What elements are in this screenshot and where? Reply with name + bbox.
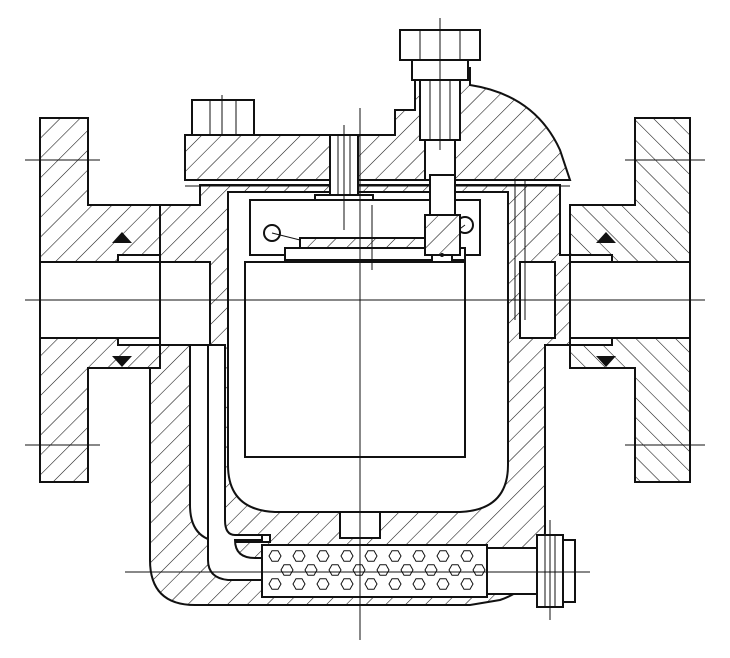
perforation-hole bbox=[340, 578, 354, 590]
perforation-hole bbox=[436, 578, 450, 590]
perforation-hole bbox=[280, 564, 294, 576]
perforation-hole bbox=[340, 550, 354, 562]
perforation-hole bbox=[304, 564, 318, 576]
right-weld-top bbox=[596, 232, 616, 243]
perforation-hole bbox=[364, 578, 378, 590]
perforation-hole bbox=[460, 550, 474, 562]
perforation-hole bbox=[412, 550, 426, 562]
perforation-hole bbox=[292, 550, 306, 562]
perforation-hole bbox=[364, 550, 378, 562]
cover-bolt bbox=[191, 99, 255, 136]
left-weld-top bbox=[112, 232, 132, 243]
left-weld-bottom bbox=[112, 356, 132, 367]
perforation-hole bbox=[472, 564, 486, 576]
perforation-hole bbox=[268, 550, 282, 562]
perforation-hole bbox=[316, 578, 330, 590]
bonnet-cover bbox=[184, 67, 572, 187]
strainer-perforations bbox=[268, 550, 486, 590]
inverted-bucket bbox=[244, 261, 466, 458]
perforation-hole bbox=[352, 564, 366, 576]
perforation-hole bbox=[448, 564, 462, 576]
perforation-hole bbox=[388, 550, 402, 562]
perforation-hole bbox=[412, 578, 426, 590]
perforation-hole bbox=[292, 578, 306, 590]
perforation-hole bbox=[460, 578, 474, 590]
perforation-hole bbox=[328, 564, 342, 576]
perforation-hole bbox=[268, 578, 282, 590]
perforation-hole bbox=[376, 564, 390, 576]
perforation-hole bbox=[388, 578, 402, 590]
strainer-screen bbox=[261, 544, 488, 598]
perforation-hole bbox=[424, 564, 438, 576]
perforation-hole bbox=[436, 550, 450, 562]
perforation-hole bbox=[316, 550, 330, 562]
right-weld-bottom bbox=[596, 356, 616, 367]
perforation-hole bbox=[400, 564, 414, 576]
center-lines bbox=[25, 18, 705, 640]
